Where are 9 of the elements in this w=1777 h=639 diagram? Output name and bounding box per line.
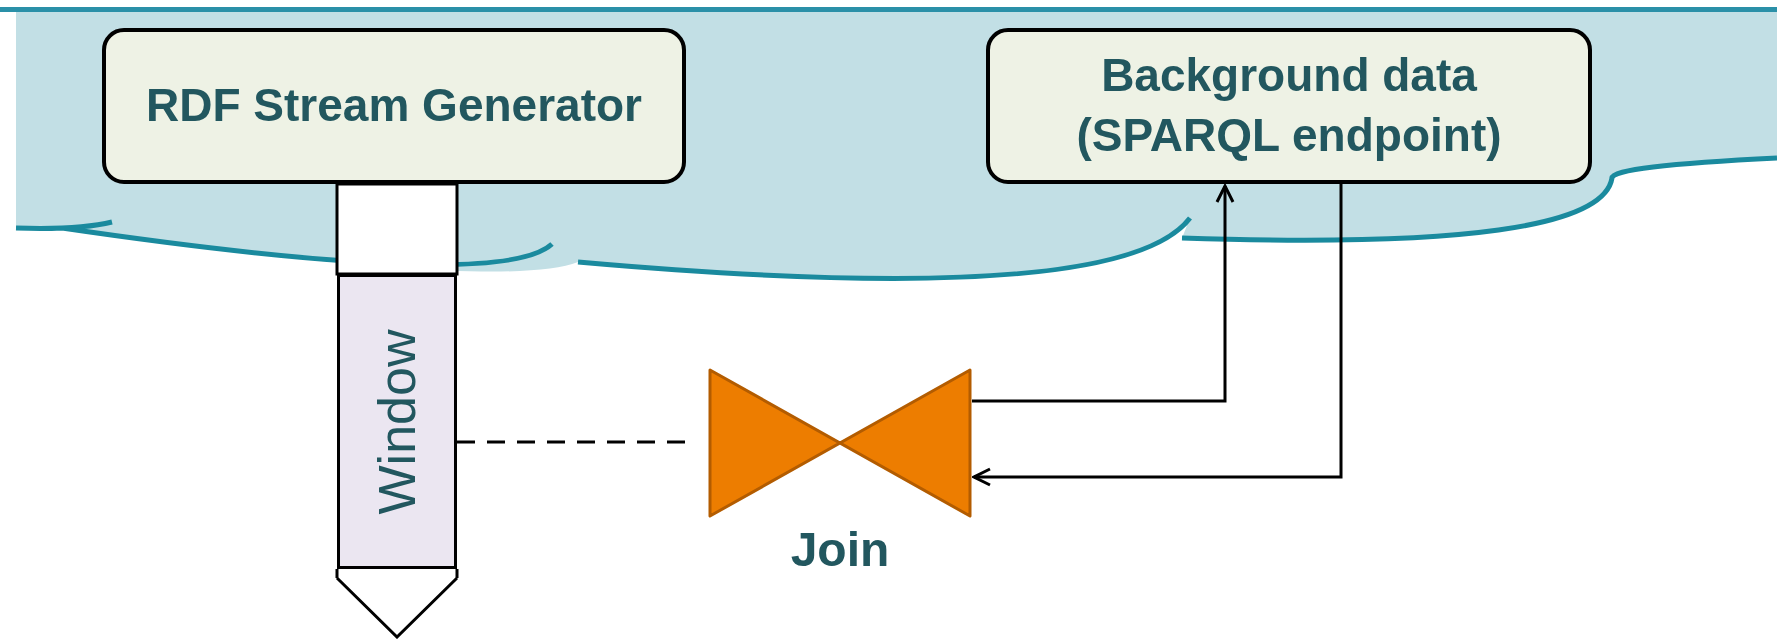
process-box [102, 28, 686, 184]
box-title: RDF Stream Generator [146, 78, 642, 134]
box-title: Background data (SPARQL endpoint) [1075, 48, 1503, 163]
arrow [972, 184, 1235, 403]
window-bar [337, 274, 457, 569]
join-label: Join [790, 526, 890, 574]
arrow [972, 184, 1343, 487]
process-box [986, 28, 1592, 184]
window-label: Window [367, 329, 427, 514]
